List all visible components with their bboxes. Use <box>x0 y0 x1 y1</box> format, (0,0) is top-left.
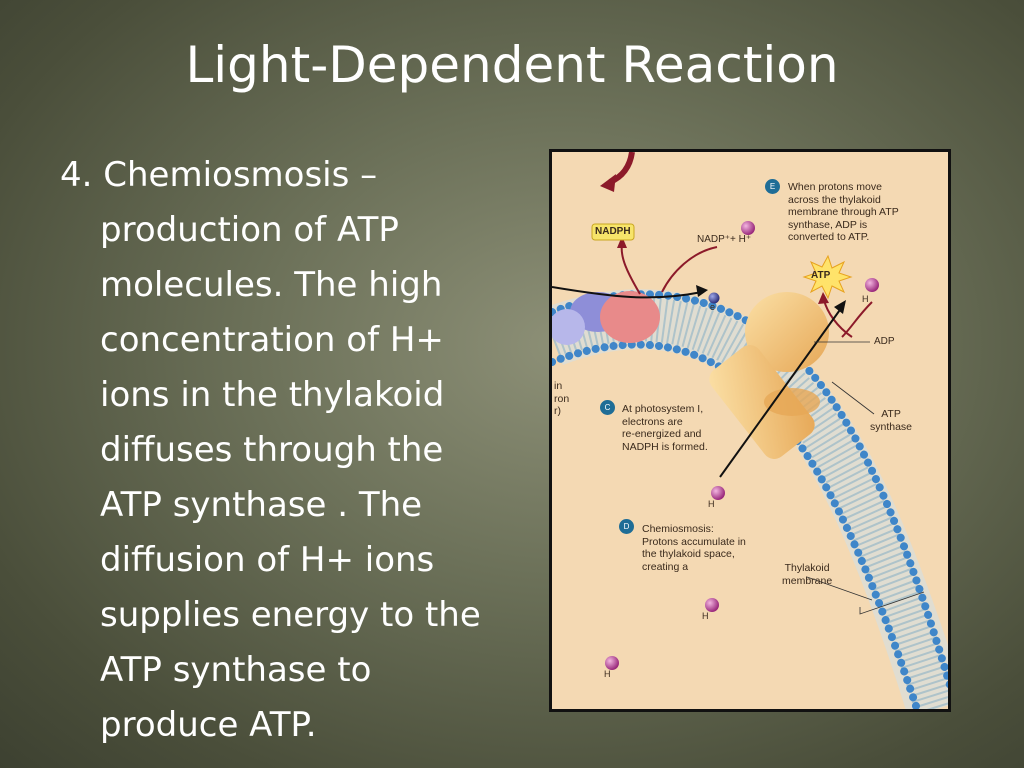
badge-e: E <box>765 179 780 194</box>
slide-body: 4. Chemiosmosis – production of ATP mole… <box>60 148 530 753</box>
label-d: Chemiosmosis: Protons accumulate in the … <box>642 523 746 573</box>
nadp-label: NADP⁺+ H⁺ <box>697 234 752 245</box>
body-line: produce ATP. <box>100 705 317 745</box>
h-label: H <box>604 669 611 679</box>
body-line: molecules. The high <box>100 265 443 305</box>
e-label: e <box>710 302 716 312</box>
atp-burst <box>802 254 853 300</box>
atp-synthase-label: ATP synthase <box>870 408 913 433</box>
body-line: diffuses through the <box>100 430 444 470</box>
slide-title: Light-Dependent Reaction <box>185 36 839 94</box>
proton <box>865 278 879 292</box>
chemiosmosis-figure: E When protons move across the thylakoid… <box>549 149 951 712</box>
h-label: H <box>708 499 715 509</box>
electron <box>708 292 720 304</box>
h-label: H <box>862 294 869 304</box>
proton <box>705 598 719 612</box>
body-line: supplies energy to the <box>100 595 481 635</box>
thylakoid-membrane-label: Thylakoid membrane <box>782 562 833 587</box>
badge-d: D <box>619 519 634 534</box>
proton <box>741 221 755 235</box>
proton <box>711 486 725 500</box>
h-label: H <box>702 611 709 621</box>
body-line: ATP synthase . The <box>100 485 423 525</box>
label-c: At photosystem I, electrons are re-energ… <box>622 403 708 453</box>
electron-arrow <box>552 286 703 299</box>
body-line: 4. Chemiosmosis – <box>60 155 378 195</box>
body-line: production of ATP <box>100 210 399 250</box>
body-line: diffusion of H+ ions <box>100 540 435 580</box>
membrane-illustration <box>552 152 948 709</box>
badge-c: C <box>600 400 615 415</box>
proton <box>605 656 619 670</box>
nadph-label: NADPH <box>595 226 631 237</box>
adp-label: ADP <box>874 336 895 347</box>
left-cut-label: in ron r) <box>554 380 570 417</box>
atp-synthase-head <box>745 292 829 372</box>
body-line: ions in the thylakoid <box>100 375 445 415</box>
nadp-arrow <box>661 246 718 293</box>
atp-label: ATP <box>811 270 831 281</box>
label-e: When protons move across the thylakoid m… <box>788 181 899 243</box>
proton-path <box>719 306 843 478</box>
photosystem-part <box>552 309 585 345</box>
body-line: ATP synthase to <box>100 650 372 690</box>
nadph-arrow <box>620 243 641 295</box>
body-line: concentration of H+ <box>100 320 444 360</box>
photosystem-part <box>600 291 660 343</box>
atp-synthase-stalk <box>709 345 815 459</box>
nadph-box <box>591 223 635 241</box>
